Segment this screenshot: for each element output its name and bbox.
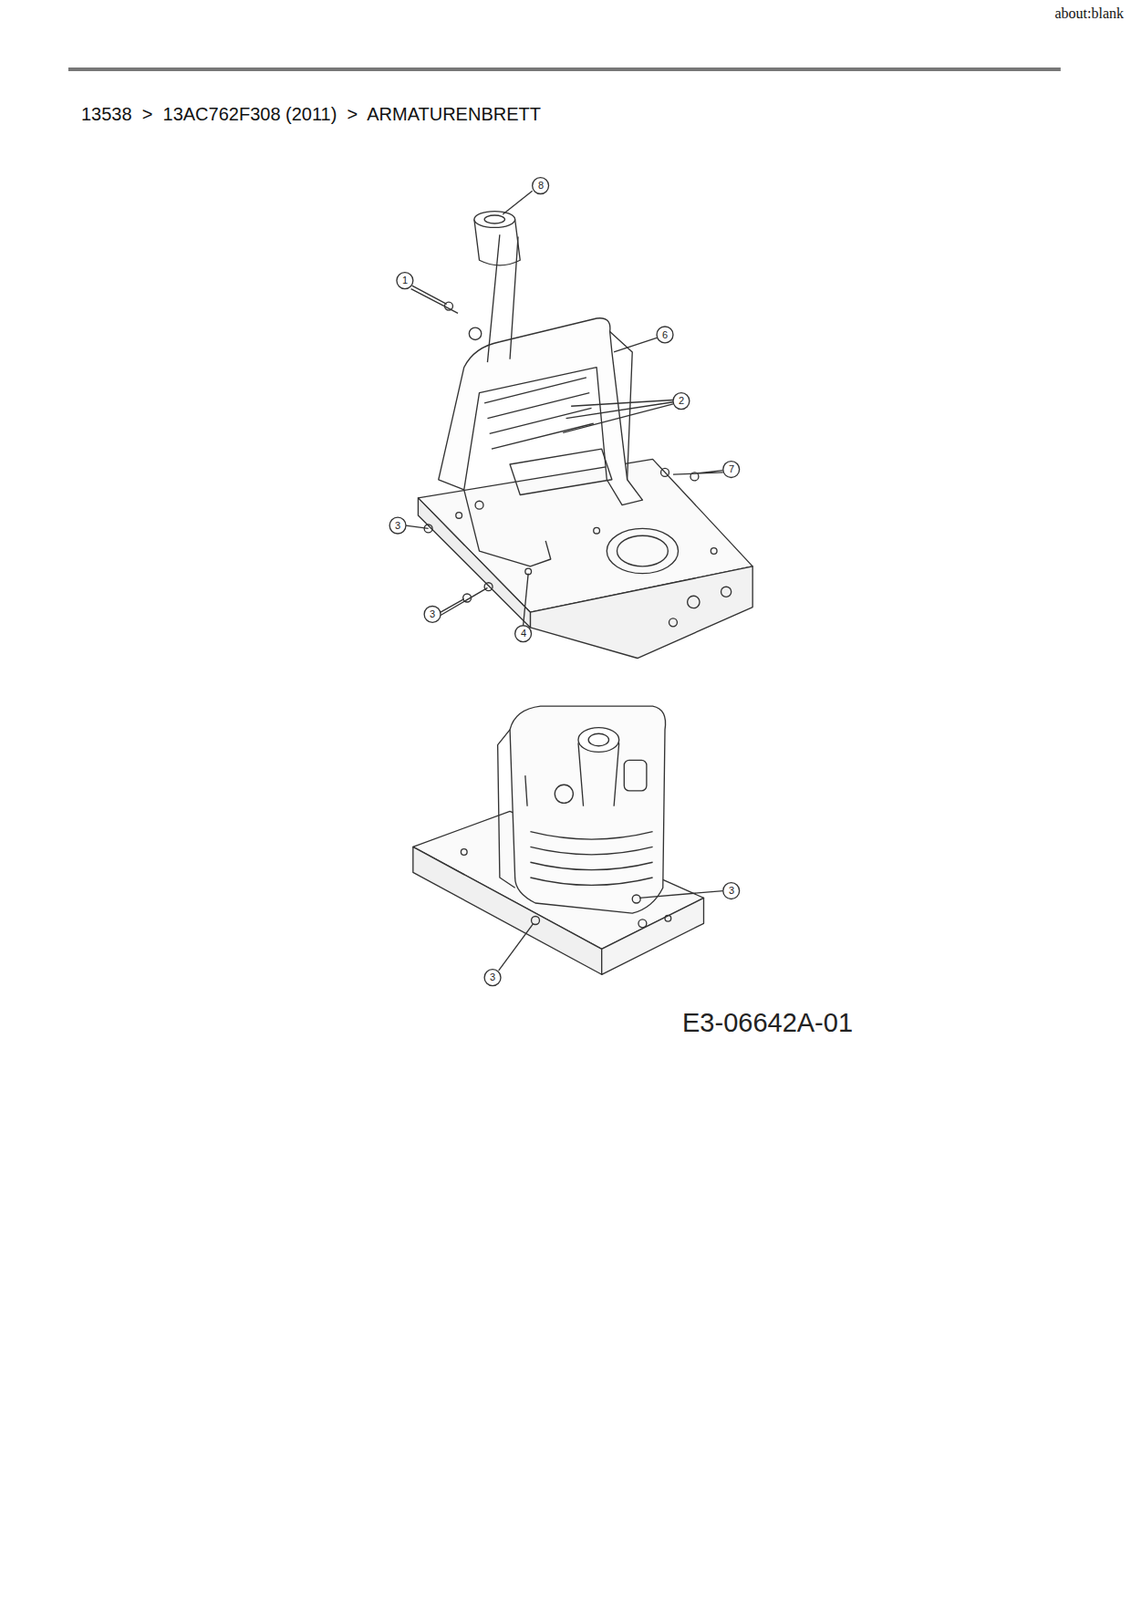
- callout-number: 3: [489, 972, 496, 983]
- callout-number: 2: [678, 395, 685, 406]
- callout-number: 3: [429, 609, 436, 620]
- callout-number: 1: [402, 275, 408, 286]
- callout-number: 4: [520, 628, 527, 639]
- callout-number: 3: [728, 885, 735, 896]
- breadcrumb-title: 13538 > 13AC762F308 (2011) > ARMATURENBR…: [81, 103, 541, 125]
- callout-number: 6: [662, 330, 668, 341]
- callout-number: 7: [728, 464, 735, 475]
- browser-url: about:blank: [1054, 5, 1124, 22]
- callout-number: 8: [538, 180, 544, 191]
- figure-id: E3-06642A-01: [682, 1007, 853, 1038]
- callout-number: 3: [394, 520, 401, 531]
